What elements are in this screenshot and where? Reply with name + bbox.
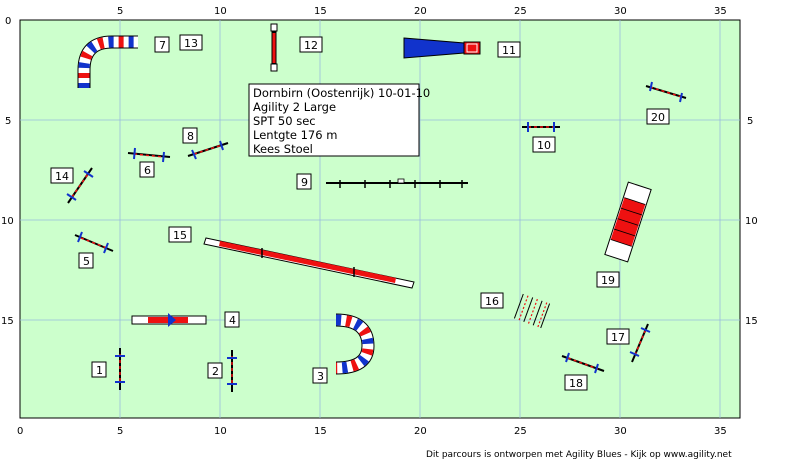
number-label-9: 9 [296, 173, 312, 190]
y-axis-left: 0 5 10 15 [1, 16, 14, 327]
y-axis-right: 5 10 15 [745, 116, 758, 327]
svg-text:8: 8 [187, 130, 194, 143]
long-jump-9 [326, 178, 468, 188]
x-tick-bottom: 10 [214, 426, 227, 437]
jump-8 [187, 140, 229, 160]
y-tick-left: 5 [5, 116, 11, 127]
number-label-3: 3 [312, 367, 328, 384]
dog-walk-15 [203, 237, 415, 289]
x-tick-bottom: 15 [314, 426, 327, 437]
x-tick-bottom: 5 [117, 426, 123, 437]
tunnel-curved-top-left [77, 35, 138, 88]
number-label-4: 4 [224, 311, 240, 328]
y-tick-left: 0 [5, 16, 11, 27]
x-tick-bottom: 20 [414, 426, 427, 437]
svg-text:7: 7 [159, 39, 166, 52]
y-tick-right: 10 [745, 216, 758, 227]
y-tick-left: 10 [1, 216, 14, 227]
jump-6 [127, 147, 171, 163]
number-label-5: 5 [78, 252, 94, 269]
tunnel-curved-bottom [335, 313, 375, 375]
svg-text:19: 19 [601, 274, 615, 287]
jump-2 [227, 350, 237, 392]
number-label-16: 16 [480, 292, 504, 309]
weave-16 [513, 293, 551, 329]
jump-18 [561, 352, 605, 374]
x-tick-top: 25 [514, 6, 527, 17]
svg-text:13: 13 [184, 37, 198, 50]
x-tick-top: 30 [614, 6, 627, 17]
svg-text:2: 2 [212, 365, 219, 378]
svg-text:20: 20 [651, 111, 665, 124]
seesaw-4 [131, 313, 207, 327]
x-tick-top: 5 [117, 6, 123, 17]
number-label-20: 20 [646, 108, 670, 125]
svg-text:18: 18 [569, 377, 583, 390]
svg-text:10: 10 [537, 139, 551, 152]
info-judge: Kees Stoel [253, 142, 313, 156]
info-spt: SPT 50 sec [253, 114, 316, 128]
number-label-13: 13 [179, 34, 203, 51]
jump-1 [115, 348, 125, 390]
svg-text:5: 5 [83, 255, 90, 268]
svg-text:1: 1 [96, 364, 103, 377]
obstacle-number-labels: 1 2 3 4 5 6 7 8 9 10 11 12 13 14 15 16 1… [50, 34, 670, 391]
x-tick-bottom: 30 [614, 426, 627, 437]
svg-text:16: 16 [485, 295, 499, 308]
number-label-6: 6 [139, 161, 155, 178]
number-label-1: 1 [91, 361, 107, 378]
x-tick-bottom: 25 [514, 426, 527, 437]
x-tick-top: 15 [314, 6, 327, 17]
info-event: Dornbirn (Oostenrijk) 10-01-10 [253, 86, 430, 100]
x-axis-bottom: 0 5 10 15 20 25 30 35 [17, 426, 727, 437]
y-tick-left: 15 [1, 316, 14, 327]
chute-11 [403, 37, 481, 59]
jump-5 [74, 231, 114, 254]
x-tick-bottom: 0 [17, 426, 23, 437]
svg-text:3: 3 [317, 370, 324, 383]
svg-text:9: 9 [301, 176, 308, 189]
number-label-12: 12 [299, 36, 323, 53]
x-tick-top: 10 [214, 6, 227, 17]
svg-text:15: 15 [173, 229, 187, 242]
jump-12 [270, 23, 278, 72]
course-info-box: Dornbirn (Oostenrijk) 10-01-10 Agility 2… [248, 83, 430, 157]
number-label-17: 17 [606, 328, 630, 345]
info-class: Agility 2 Large [253, 100, 336, 114]
number-label-10: 10 [532, 136, 556, 153]
number-label-2: 2 [207, 362, 223, 379]
svg-text:11: 11 [502, 44, 516, 57]
a-frame-19 [604, 181, 652, 263]
y-tick-right: 15 [745, 316, 758, 327]
number-label-7: 7 [154, 36, 170, 53]
jump-10 [522, 122, 560, 132]
number-label-18: 18 [564, 374, 588, 391]
number-label-19: 19 [596, 271, 620, 288]
svg-text:4: 4 [229, 314, 236, 327]
info-length: Lentgte 176 m [253, 128, 337, 142]
x-axis-top: 5 10 15 20 25 30 35 [117, 6, 727, 17]
footer-credit: Dit parcours is ontworpen met Agility Bl… [426, 450, 732, 460]
y-tick-right: 5 [747, 116, 753, 127]
number-label-14: 14 [50, 167, 74, 184]
number-label-8: 8 [182, 127, 198, 144]
svg-text:14: 14 [55, 170, 69, 183]
jump-20 [645, 81, 687, 103]
svg-text:12: 12 [304, 39, 318, 52]
x-tick-top: 20 [414, 6, 427, 17]
svg-text:17: 17 [611, 331, 625, 344]
number-label-15: 15 [168, 226, 192, 243]
x-tick-top: 35 [714, 6, 727, 17]
jump-14 [66, 167, 94, 204]
x-tick-bottom: 35 [714, 426, 727, 437]
jump-17 [629, 323, 651, 363]
svg-text:6: 6 [144, 164, 151, 177]
number-label-11: 11 [497, 41, 521, 58]
